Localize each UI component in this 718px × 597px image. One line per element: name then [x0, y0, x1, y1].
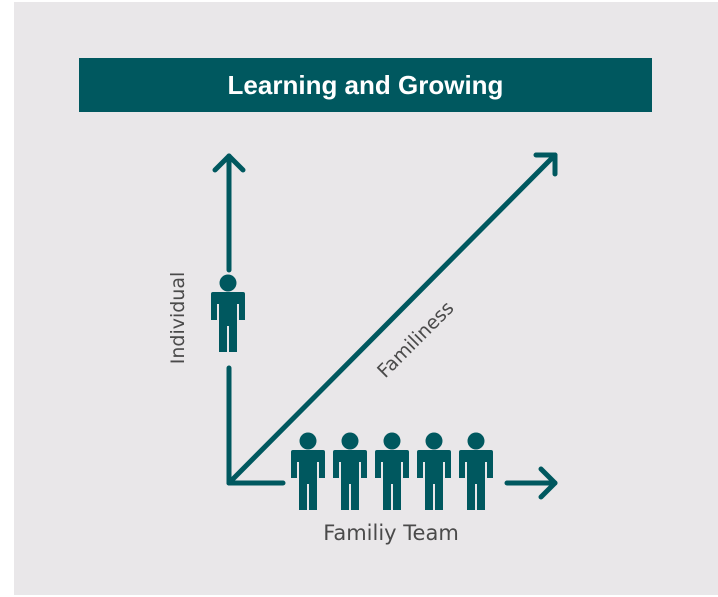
diagram-title: Learning and Growing	[227, 69, 504, 100]
team-icon	[291, 432, 493, 510]
team-person-icon	[459, 432, 493, 510]
team-person-icon	[333, 432, 367, 510]
diagonal-axis-label: Familiness	[373, 297, 458, 382]
diagonal-axis	[226, 152, 558, 486]
horizontal-axis-label: Familiy Team	[323, 521, 459, 545]
vertical-axis-label: Individual	[167, 272, 189, 365]
team-person-icon	[291, 432, 325, 510]
vertical-arrowhead-icon	[212, 153, 246, 173]
diagonal-arrowhead-icon	[533, 152, 558, 177]
title-banner: Learning and Growing	[79, 58, 652, 112]
team-person-icon	[375, 432, 409, 510]
horizontal-arrowhead-icon	[538, 466, 558, 500]
individual-person-icon	[211, 274, 245, 352]
team-person-icon	[417, 432, 451, 510]
